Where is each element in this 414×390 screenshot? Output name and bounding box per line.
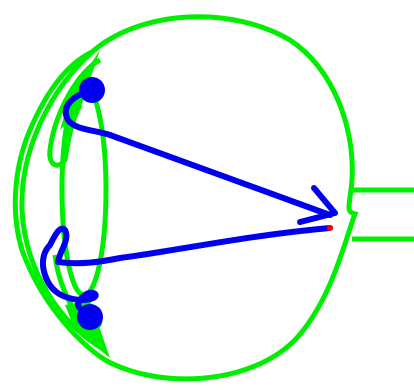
lower-source-dot [77, 304, 103, 330]
upper-source-dot [79, 77, 105, 103]
focal-point [327, 225, 333, 231]
eyeball-outline [15, 17, 355, 379]
light-ray-lower [43, 228, 330, 315]
optic-nerve [350, 190, 414, 239]
upper-iris [50, 60, 100, 165]
